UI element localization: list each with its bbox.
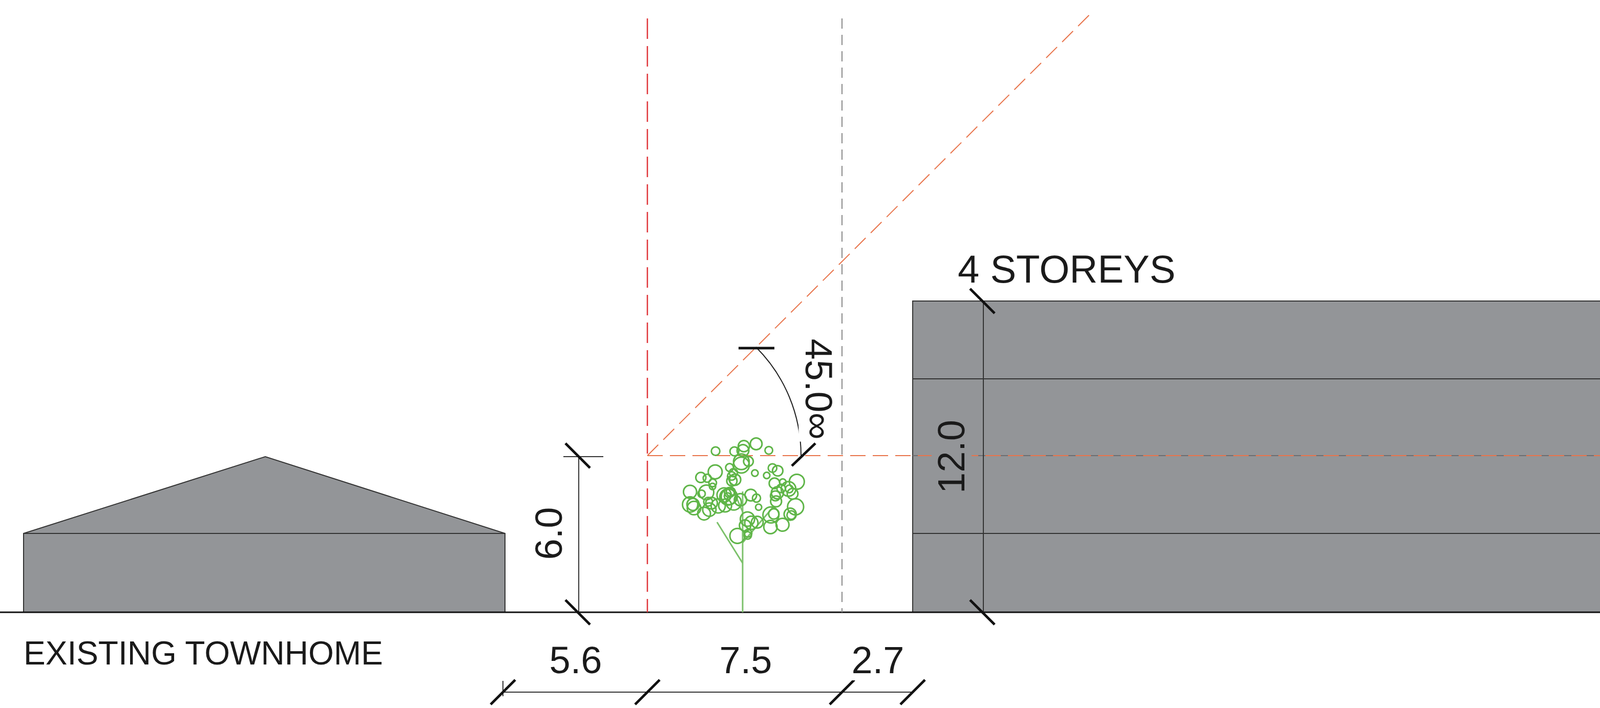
tree-leaf (772, 465, 783, 476)
tree-leaf (752, 494, 761, 503)
building: 4 STOREYS (912, 301, 1600, 613)
tree-leaf (740, 512, 755, 527)
tree-leaf (765, 446, 773, 455)
property-line (646, 18, 649, 613)
tree-leaf (751, 470, 759, 477)
townhome: EXISTING TOWNHOME (23, 456, 505, 613)
tree (682, 438, 805, 614)
tree-leaf (744, 516, 759, 530)
building-label: EXISTING TOWNHOME (23, 637, 384, 670)
building-label: 4 STOREYS (957, 249, 1176, 289)
tree-leaf (781, 481, 796, 497)
tree-leaf (729, 447, 739, 456)
tree-leaf (721, 488, 738, 505)
tree-leaf (787, 511, 796, 520)
dimension-lines (502, 301, 984, 697)
setback-line (841, 18, 843, 613)
townhome-shape (23, 456, 505, 613)
dimension-label: 7.5 (717, 640, 775, 681)
dimension-label: 12.0 (931, 417, 972, 496)
building-shape (912, 301, 1600, 613)
angular-plane (647, 10, 1094, 456)
tree-leaf (775, 518, 789, 532)
tree-leaf (770, 496, 782, 508)
tree-leaf (682, 497, 699, 513)
tree-leaf (729, 468, 738, 477)
ground-line (0, 612, 1600, 614)
tree-leaf (726, 475, 738, 487)
tree-leaf (750, 438, 763, 451)
dimension-label: 6.0 (529, 505, 570, 563)
tree-leaf (763, 520, 777, 534)
angle-tick (738, 347, 775, 350)
tree-leaf (785, 485, 794, 494)
tree-leaf (779, 479, 787, 487)
dimension-label: 5.6 (547, 640, 605, 681)
dimension-ticks (490, 288, 995, 705)
dimension-label: 2.7 (849, 640, 907, 681)
tree-leaf (696, 472, 707, 483)
tree-leaf (733, 457, 750, 474)
tree-leaf (763, 472, 770, 479)
tree-leaf (738, 440, 750, 453)
tree-leaf (718, 499, 732, 513)
tree-leaf (755, 504, 762, 511)
angle-tick (791, 443, 816, 467)
angular-plane-base (647, 455, 1600, 457)
tree-leaf (711, 447, 721, 456)
tree-leaf (787, 498, 804, 515)
tree-leaf (729, 528, 745, 544)
tree-leaf (768, 509, 780, 520)
tree-leaf (709, 483, 716, 490)
dimension-label: 45.0∞ (798, 337, 839, 442)
tree-leaf (702, 503, 717, 517)
tree-leaf (708, 465, 723, 479)
angle-arc (755, 347, 802, 456)
tree-leaf (687, 501, 701, 515)
